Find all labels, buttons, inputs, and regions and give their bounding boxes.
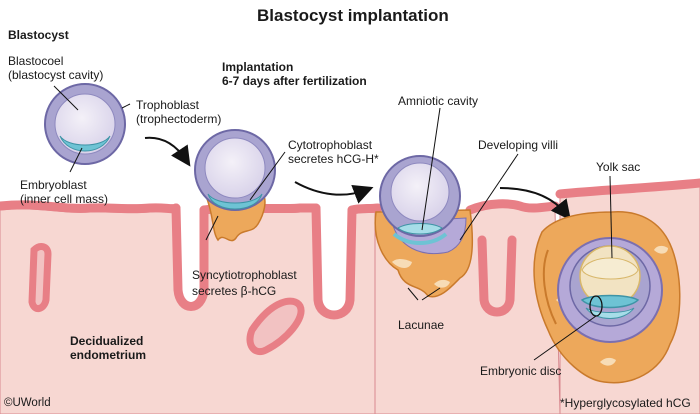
blastocyst-heading: Blastocyst	[8, 28, 69, 42]
implantation-heading-1: Implantation	[222, 60, 294, 74]
lacuna-mid-2	[434, 279, 450, 288]
label-lacunae: Lacunae	[398, 318, 445, 332]
label-cytotrophoblast-2: secretes hCG-H*	[288, 152, 379, 166]
label-trophoblast-2: (trophectoderm)	[136, 112, 222, 126]
label-embryoblast-2: (inner cell mass)	[20, 192, 109, 206]
label-developing-villi: Developing villi	[478, 138, 559, 152]
label-syncytiotrophoblast-1: Syncytiotrophoblast	[192, 268, 297, 282]
label-decidualized-2: endometrium	[70, 348, 147, 362]
credit: ©UWorld	[4, 397, 51, 409]
arrow-stage-2-to-3	[294, 181, 374, 204]
arrow-stage-3-to-4	[499, 187, 571, 221]
label-blastocoel-1: Blastocoel	[8, 54, 64, 68]
blastocyst-attaching	[194, 129, 276, 242]
gland-crypt-1	[171, 203, 209, 311]
diagram-title: Blastocyst implantation	[257, 6, 449, 25]
label-blastocoel-2: (blastocyst cavity)	[8, 68, 104, 82]
gland-isolated-1	[28, 243, 52, 312]
label-cytotrophoblast-1: Cytotrophoblast	[288, 138, 373, 152]
label-decidualized-1: Decidualized	[70, 334, 144, 348]
lacuna-late-2	[654, 245, 668, 254]
gland-crypt-3	[477, 235, 517, 317]
blastocyst-free	[44, 83, 126, 165]
leader-lines	[53, 85, 613, 361]
yolk-sac	[581, 257, 639, 280]
arrow-stage-1-to-2	[144, 136, 191, 167]
label-yolk-sac: Yolk sac	[596, 160, 641, 174]
footnote: *Hyperglycosylated hCG	[560, 396, 691, 410]
gland-crypt-2	[311, 203, 357, 320]
gland-isolated-2	[246, 297, 305, 355]
label-embryonic-disc: Embryonic disc	[480, 364, 562, 378]
lacuna-late-3	[600, 357, 616, 366]
amniotic-cavity-mid	[397, 223, 443, 235]
label-embryoblast-1: Embryoblast	[20, 178, 87, 192]
implantation-heading-2: 6-7 days after fertilization	[222, 74, 367, 88]
blastocyst-implanted	[533, 211, 681, 384]
lacuna-mid-1	[392, 259, 412, 268]
label-amniotic-cavity: Amniotic cavity	[398, 94, 479, 108]
label-syncytiotrophoblast-2: secretes β-hCG	[192, 284, 277, 298]
label-trophoblast-1: Trophoblast	[136, 98, 199, 112]
